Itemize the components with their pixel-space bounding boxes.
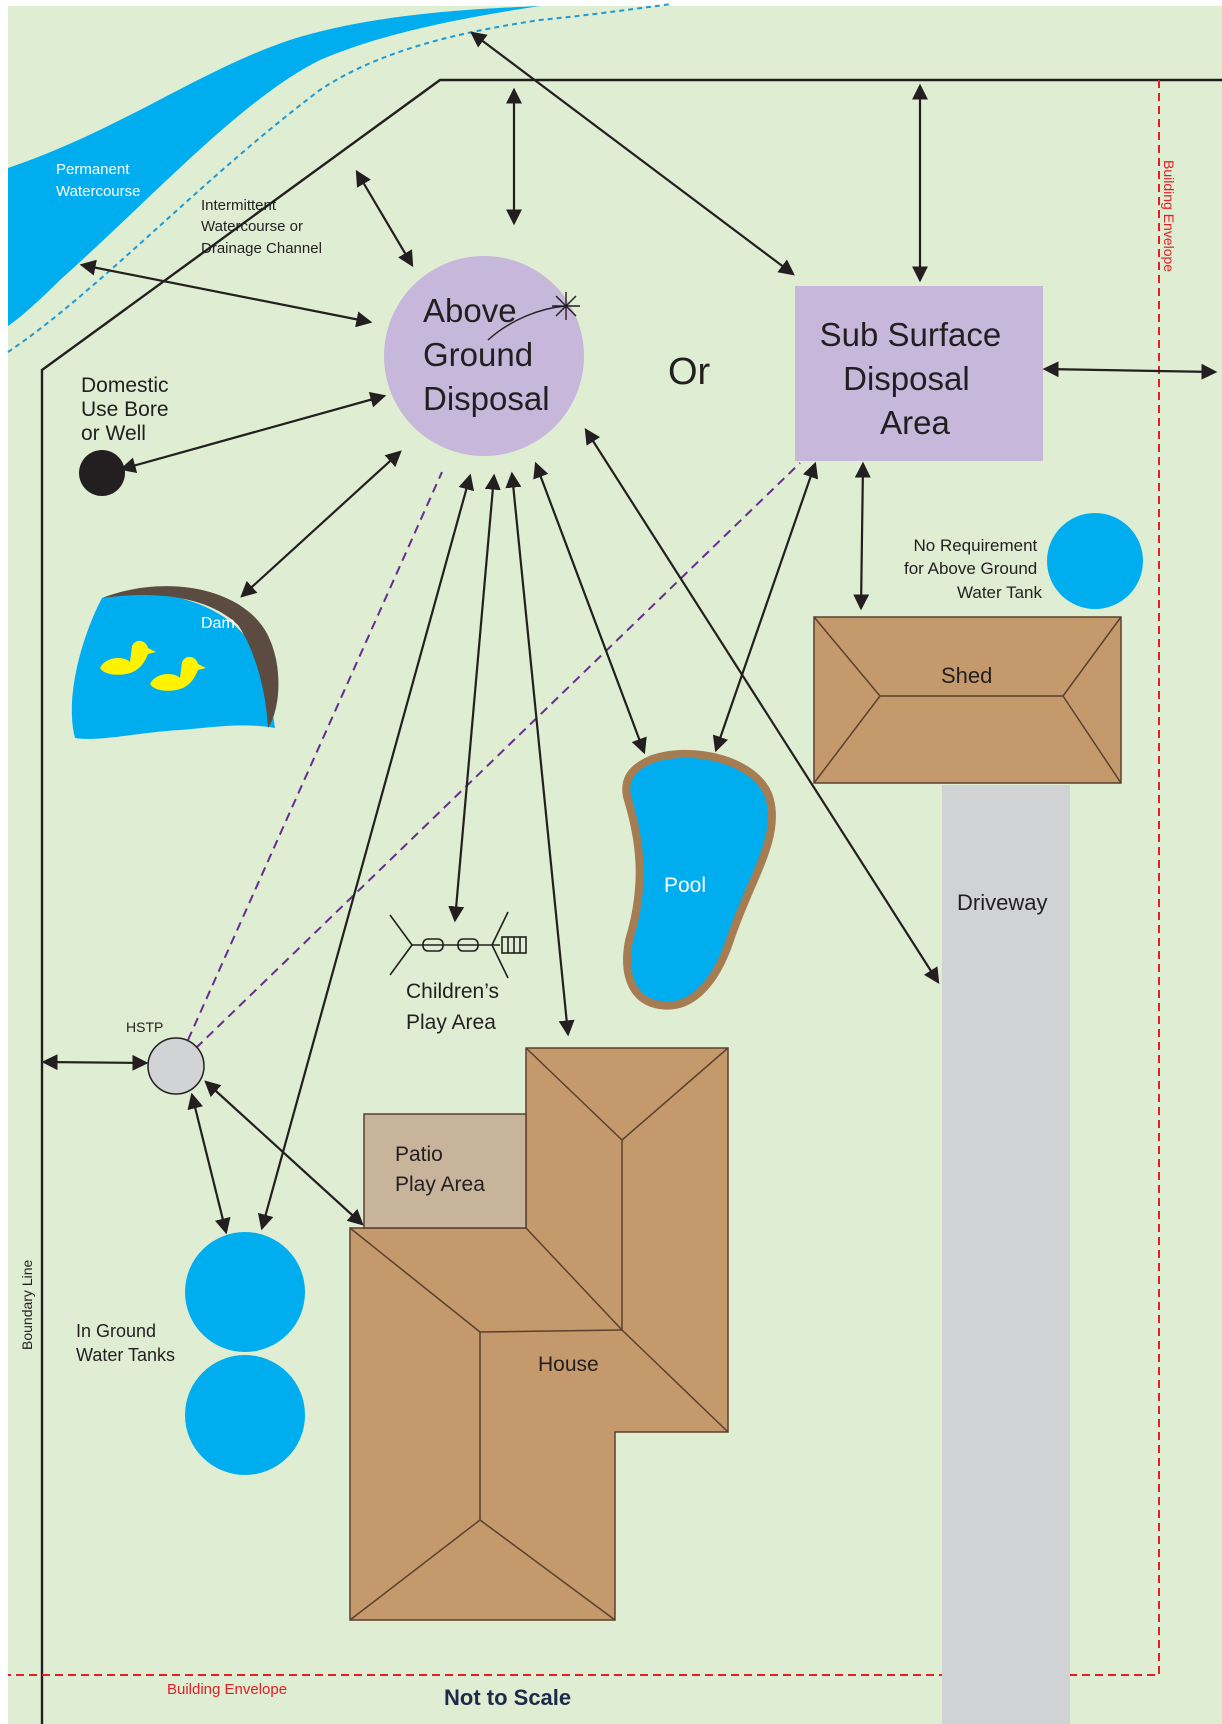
driveway xyxy=(942,785,1070,1724)
above-ground-water-tank xyxy=(1047,513,1143,609)
or-label: Or xyxy=(668,351,711,393)
hstp-tank xyxy=(147,1037,205,1095)
above-ground-disposal-label: Above Ground Disposal xyxy=(423,292,550,417)
hstp-label: HSTP xyxy=(126,1019,163,1035)
dam xyxy=(71,586,279,739)
building-envelope-bottom-label: Building Envelope xyxy=(167,1681,287,1698)
in-ground-water-tank-2 xyxy=(185,1355,305,1475)
patio xyxy=(363,1113,527,1229)
permanent-watercourse-label: Permanent Watercourse xyxy=(56,161,140,200)
house-label: House xyxy=(538,1353,599,1376)
intermittent-watercourse-label: Intermittent Watercourse or Drainage Cha… xyxy=(201,197,322,257)
domestic-bore-label: Domestic Use Bore or Well xyxy=(81,374,174,445)
duck-icon xyxy=(100,640,206,691)
in-ground-water-tank-1 xyxy=(185,1232,305,1352)
building-envelope-right-label: Building Envelope xyxy=(1161,160,1177,272)
no-requirement-label: No Requirement for Above Ground Water Ta… xyxy=(904,536,1042,602)
patio-label: Patio Play Area xyxy=(395,1143,485,1196)
sparkle-icon xyxy=(487,292,580,341)
boundary-line xyxy=(40,78,1222,1724)
pool-label: Pool xyxy=(664,874,706,897)
shed-label: Shed xyxy=(941,663,992,688)
sub-surface-disposal-label: Sub Surface Disposal Area xyxy=(820,316,1011,441)
driveway-label: Driveway xyxy=(957,890,1047,915)
above-ground-disposal xyxy=(384,256,584,456)
separation-arrows xyxy=(41,31,1218,1235)
not-to-scale-label: Not to Scale xyxy=(444,1685,571,1710)
dam-label: Dam xyxy=(201,615,235,632)
permanent-watercourse xyxy=(8,6,540,326)
childrens-play-label: Children’s Play Area xyxy=(406,980,505,1034)
boundary-line-label: Boundary Line xyxy=(19,1259,35,1350)
domestic-bore xyxy=(79,450,125,496)
in-ground-tanks-label: In Ground Water Tanks xyxy=(76,1321,175,1365)
shed xyxy=(813,616,1122,784)
